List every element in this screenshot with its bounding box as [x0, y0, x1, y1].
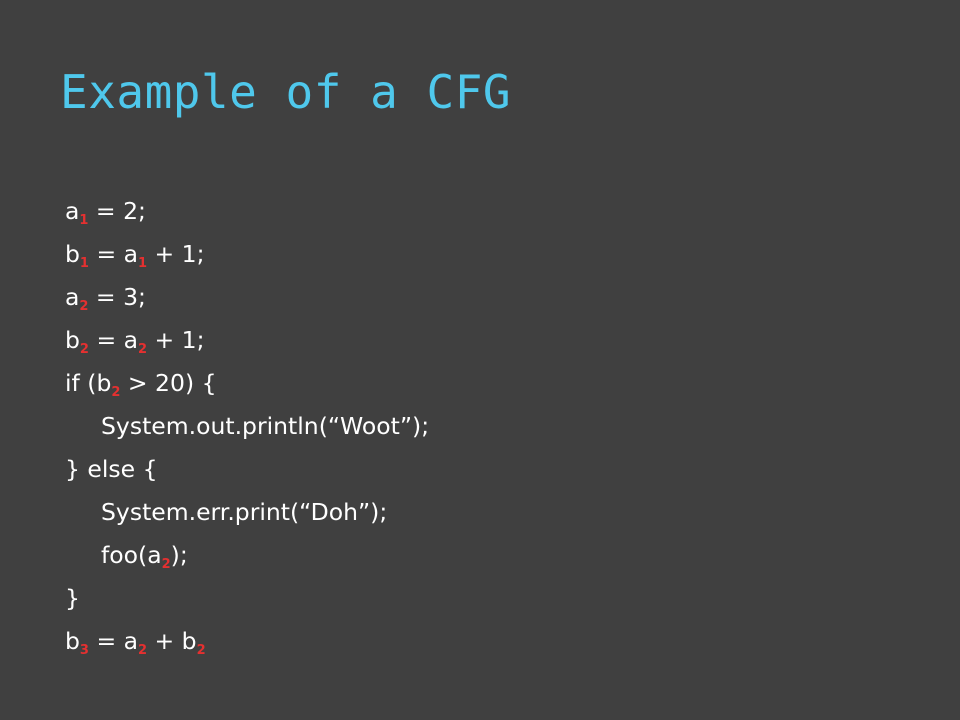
subscript-number: 2 [161, 557, 171, 572]
code-text: + 1; [147, 326, 205, 354]
subscript-number: 2 [111, 385, 121, 400]
subscript-number: 2 [79, 299, 89, 314]
subscript-number: 1 [79, 213, 89, 228]
code-line: a2 = 3; [65, 276, 925, 319]
code-line: b3 = a2 + b2 [65, 620, 925, 663]
subscript-number: 1 [79, 256, 89, 271]
code-line: } [65, 577, 925, 620]
subscript-number: 2 [138, 342, 148, 357]
code-text: = a [88, 240, 138, 268]
code-line: b2 = a2 + 1; [65, 319, 925, 362]
code-text: = a [88, 326, 138, 354]
code-text: a [65, 283, 80, 311]
code-block: a1 = 2;b1 = a1 + 1;a2 = 3;b2 = a2 + 1;if… [65, 190, 925, 663]
subscript-number: 1 [138, 256, 148, 271]
code-text: } [65, 584, 80, 612]
code-text: + 1; [147, 240, 205, 268]
code-text: System.out.println(“Woot”); [101, 412, 430, 440]
code-text: } else { [65, 455, 158, 483]
code-line: b1 = a1 + 1; [65, 233, 925, 276]
code-text: a [65, 197, 80, 225]
code-line: a1 = 2; [65, 190, 925, 233]
code-text: System.err.print(“Doh”); [101, 498, 388, 526]
code-text: = a [88, 627, 138, 655]
code-text: if (b [65, 369, 112, 397]
code-text: + b [147, 627, 197, 655]
code-text: b [65, 240, 80, 268]
code-line: System.err.print(“Doh”); [65, 491, 925, 534]
code-text: = 2; [88, 197, 146, 225]
slide-title: Example of a CFG [60, 65, 512, 119]
subscript-number: 2 [196, 643, 206, 658]
code-line: foo(a2); [65, 534, 925, 577]
code-text: = 3; [88, 283, 146, 311]
code-line: } else { [65, 448, 925, 491]
code-line: System.out.println(“Woot”); [65, 405, 925, 448]
subscript-number: 2 [138, 643, 148, 658]
code-text: foo(a [101, 541, 162, 569]
subscript-number: 2 [79, 342, 89, 357]
subscript-number: 3 [79, 643, 89, 658]
code-text: > 20) { [120, 369, 217, 397]
code-text: b [65, 326, 80, 354]
code-text: ); [170, 541, 188, 569]
code-line: if (b2 > 20) { [65, 362, 925, 405]
code-text: b [65, 627, 80, 655]
